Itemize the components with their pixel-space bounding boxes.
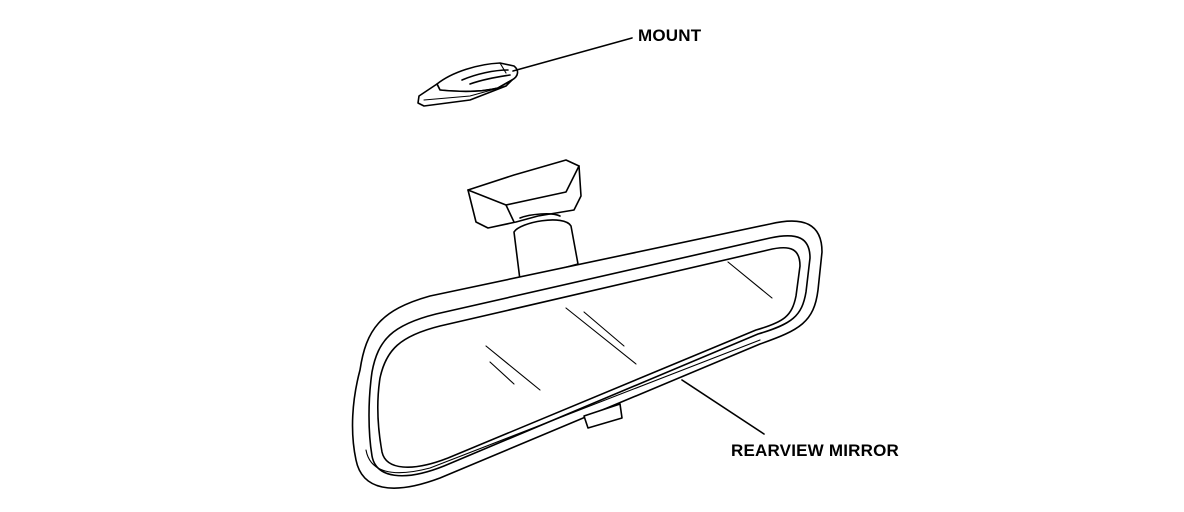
mount-leader-line	[512, 37, 633, 72]
rearview-mirror-part	[351, 159, 823, 489]
rearview-mirror-label: REARVIEW MIRROR	[731, 441, 899, 460]
mount-label: MOUNT	[638, 26, 702, 45]
rearview-mirror-leader-line	[681, 379, 765, 435]
mount-part	[417, 62, 519, 107]
